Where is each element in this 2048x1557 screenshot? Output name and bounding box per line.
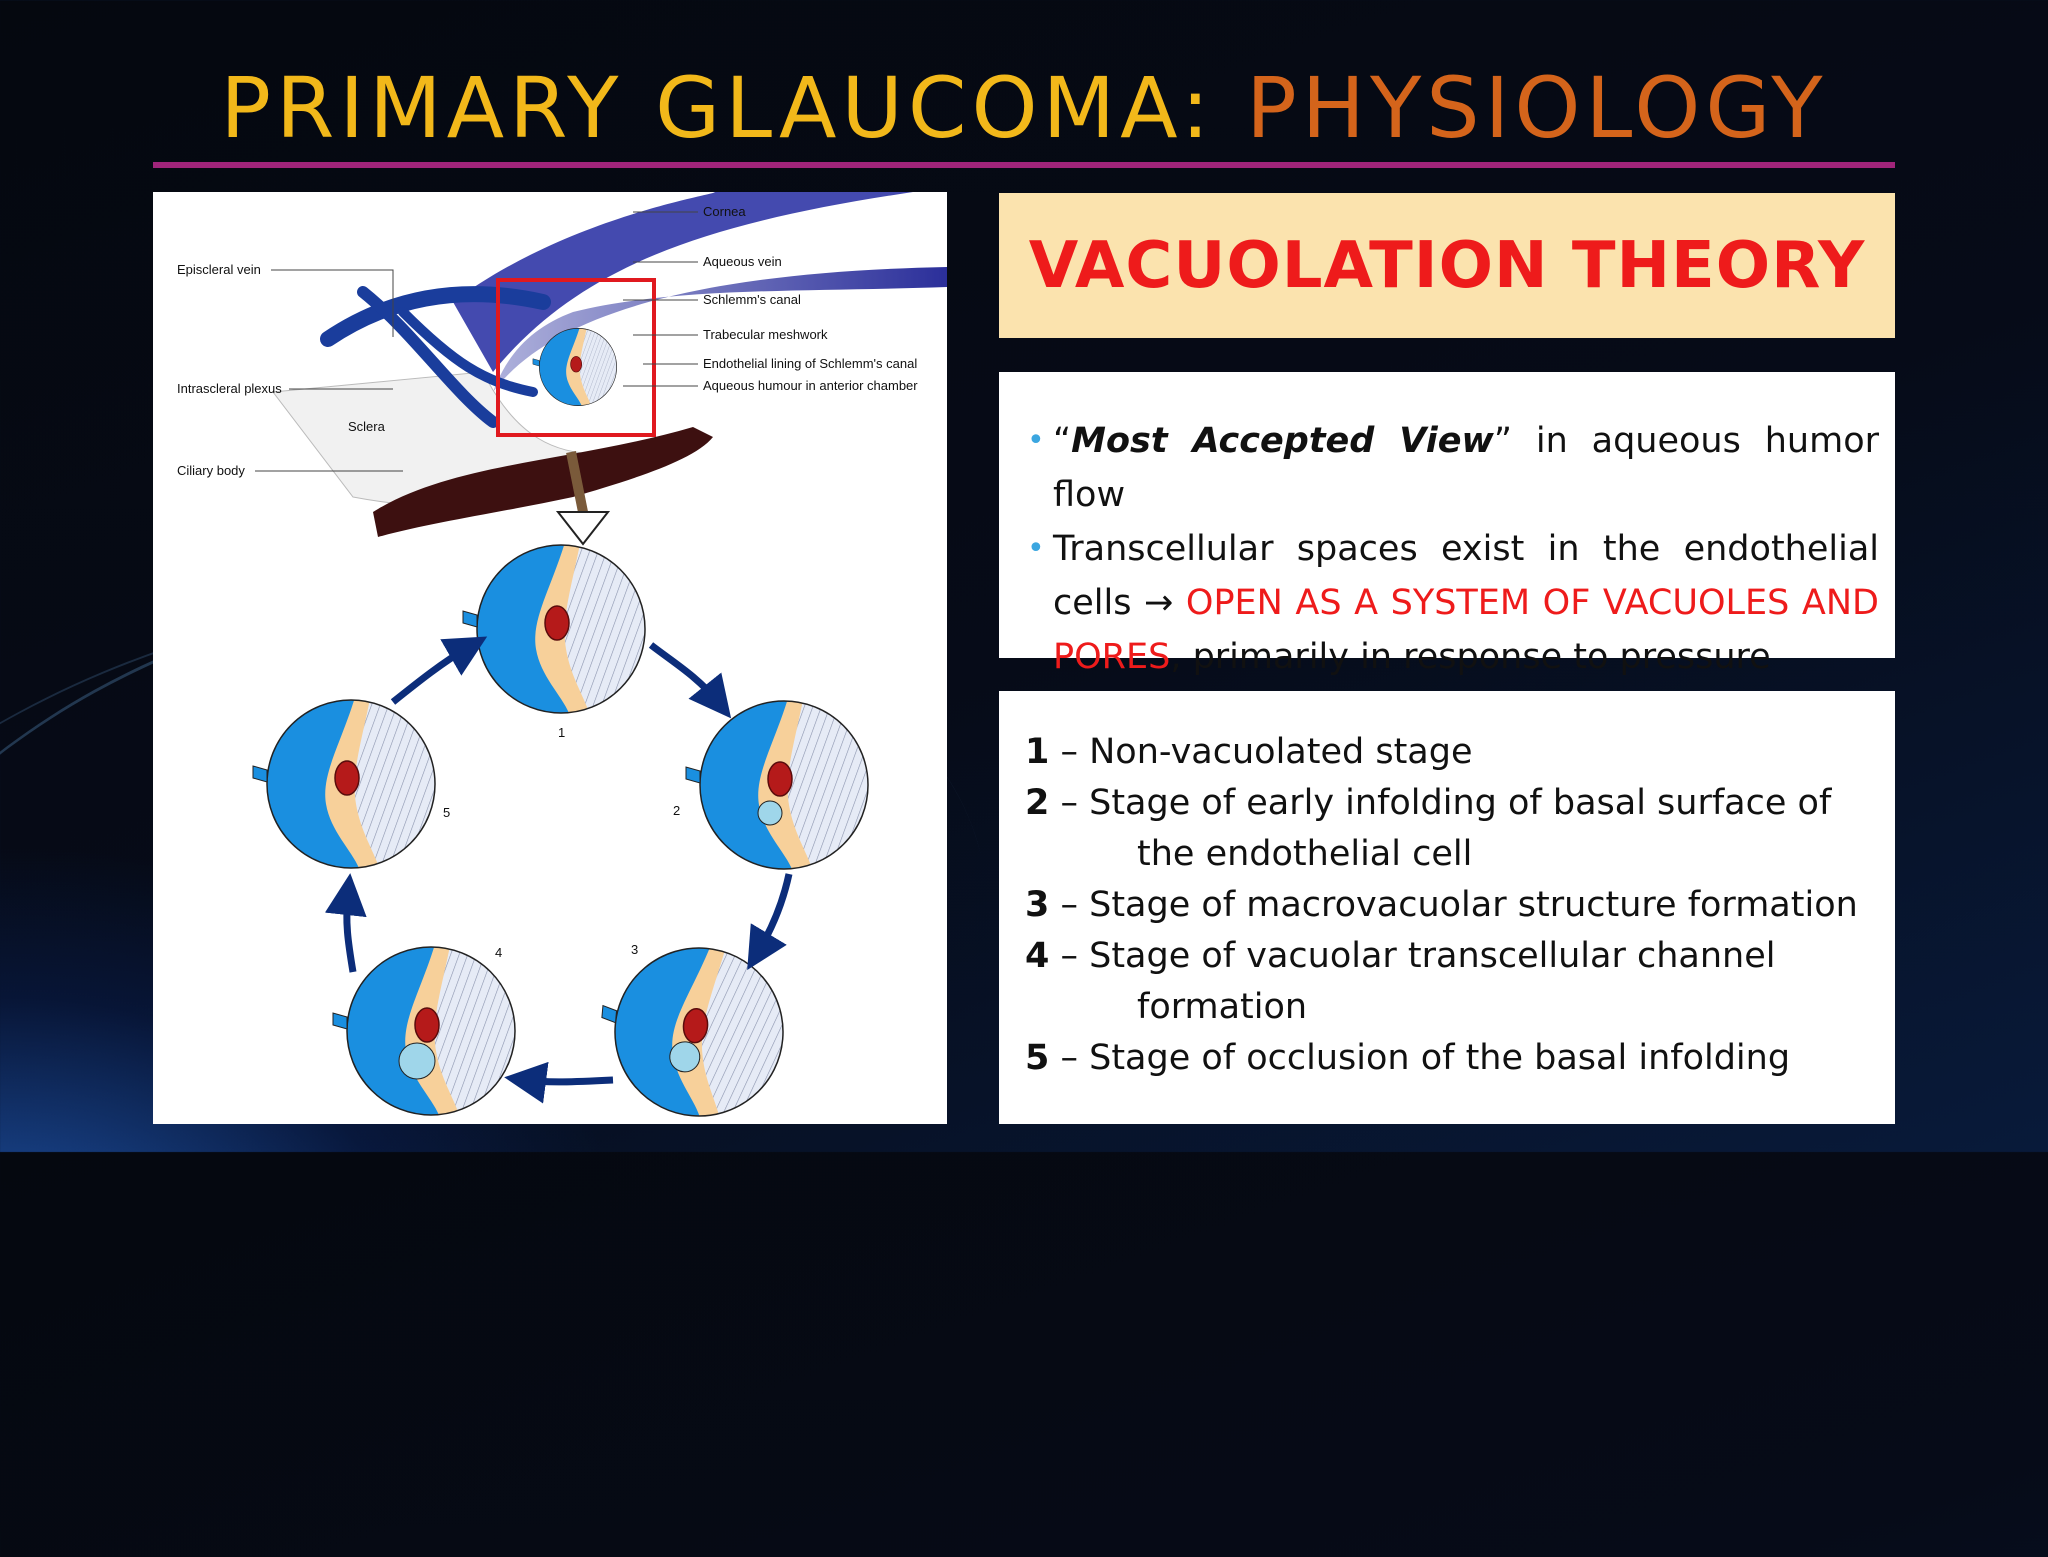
stage-number: 2 [673, 803, 680, 818]
stages-panel: 1 – Non-vacuolated stage 2 – Stage of ea… [999, 691, 1895, 1124]
bullet-icon: • [1027, 423, 1045, 458]
stage-item: 5 – Stage of occlusion of the basal info… [1025, 1033, 1875, 1084]
stage-1-circle [463, 539, 651, 719]
stage-3-circle [594, 934, 797, 1124]
title-part-1: PRIMARY GLAUCOMA: [220, 59, 1247, 157]
stage-text: – Stage of vacuolar transcellular channe… [1049, 936, 1776, 976]
pointer-arrow [555, 511, 611, 546]
stage-item: 4 – Stage of vacuolar transcellular chan… [1025, 931, 1875, 1033]
stage-number: 1 [558, 725, 565, 740]
quote-open: “ [1053, 421, 1072, 461]
highlight-box [496, 278, 656, 437]
bullet-item: •“Most Accepted View” in aqueous humor f… [1027, 414, 1879, 522]
bullet-list: •“Most Accepted View” in aqueous humor f… [999, 372, 1895, 684]
pointer-stem [566, 451, 588, 513]
cycle-arrow [504, 1061, 614, 1104]
label-aqueous-humour: Aqueous humour in anterior chamber [703, 378, 918, 393]
stage-num: 1 [1025, 732, 1050, 772]
label-trabecular-meshwork: Trabecular meshwork [703, 327, 828, 342]
bullet-text: ” in aqueous humor flow [1053, 421, 1879, 515]
title-underline [153, 162, 1895, 168]
stage-number: 3 [631, 942, 638, 957]
stage-2-circle [686, 695, 874, 875]
bullet-icon: • [1027, 531, 1045, 566]
label-endothelial-lining: Endothelial lining of Schlemm's canal [703, 356, 917, 371]
emphasis-text: Most Accepted View [1071, 421, 1494, 461]
cycle-arrow [324, 873, 367, 973]
cycle-arrow [747, 873, 793, 971]
intrascleral-plexus [357, 286, 499, 428]
title-part-2: PHYSIOLOGY [1246, 59, 1828, 157]
vacuolation-diagram: Cornea Aqueous vein Schlemm's canal Trab… [153, 192, 947, 1124]
stage-item: 2 – Stage of early infolding of basal su… [1025, 778, 1875, 880]
stage-text: – Non-vacuolated stage [1049, 732, 1473, 772]
stage-number: 4 [495, 945, 502, 960]
stage-num: 5 [1025, 1038, 1050, 1078]
diagram-svg: Cornea Aqueous vein Schlemm's canal Trab… [177, 192, 947, 1124]
label-cornea: Cornea [703, 204, 746, 219]
stage-text-continued: the endothelial cell [1137, 834, 1473, 874]
ciliary-body-shape [373, 427, 713, 537]
intrascleral-plexus [398, 307, 538, 397]
label-intrascleral-plexus: Intrascleral plexus [177, 381, 282, 396]
stage-num: 3 [1025, 885, 1050, 925]
label-ciliary-body: Ciliary body [177, 463, 245, 478]
stage-4-circle [333, 941, 521, 1121]
bullet-text: , primarily in response to pressure [1170, 637, 1771, 677]
stages-list: 1 – Non-vacuolated stage 2 – Stage of ea… [999, 691, 1895, 1084]
cycle-arrow [390, 636, 488, 705]
theory-heading: VACUOLATION THEORY [1028, 228, 1866, 303]
stage-text: – Stage of occlusion of the basal infold… [1049, 1038, 1791, 1078]
cycle-arrow [648, 642, 732, 719]
stage-text: – Stage of early infolding of basal surf… [1049, 783, 1832, 823]
highlight-text: OPEN AS A SYSTEM OF VACUOLES AND PORES [1053, 583, 1879, 677]
stage-item: 1 – Non-vacuolated stage [1025, 727, 1875, 778]
stage-num: 2 [1025, 783, 1050, 823]
label-episcleral-vein: Episcleral vein [177, 262, 261, 277]
stage-num: 4 [1025, 936, 1050, 976]
stage-text: – Stage of macrovacuolar structure forma… [1049, 885, 1858, 925]
slide-title: PRIMARY GLAUCOMA: PHYSIOLOGY [0, 58, 2048, 158]
stage-item: 3 – Stage of macrovacuolar structure for… [1025, 880, 1875, 931]
label-schlemms-canal: Schlemm's canal [703, 292, 801, 307]
stage-5-circle [253, 694, 441, 874]
stage-number: 5 [443, 805, 450, 820]
theory-heading-panel: VACUOLATION THEORY [999, 193, 1895, 338]
bullet-panel: •“Most Accepted View” in aqueous humor f… [999, 372, 1895, 677]
bullet-text: Transcellular spaces exist in the endoth… [1053, 529, 1879, 623]
stage-text-continued: formation [1137, 987, 1308, 1027]
bullet-item: •Transcellular spaces exist in the endot… [1027, 522, 1879, 684]
label-sclera: Sclera [348, 419, 386, 434]
label-aqueous-vein: Aqueous vein [703, 254, 782, 269]
episcleral-vein [320, 286, 551, 347]
